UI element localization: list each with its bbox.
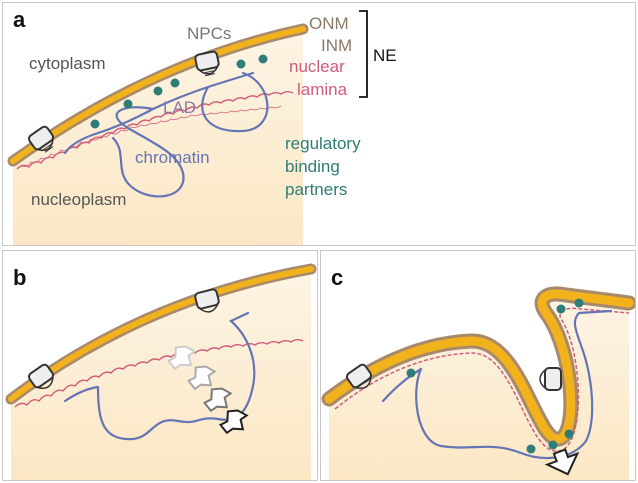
ne-bracket bbox=[359, 10, 368, 98]
chromatin-fiber bbox=[63, 71, 269, 198]
regulatory-label-1: regulatory bbox=[285, 134, 361, 153]
cytoplasm-label: cytoplasm bbox=[29, 54, 106, 73]
chromatin-fiber bbox=[381, 309, 613, 459]
regulatory-label-3: partners bbox=[285, 180, 348, 199]
nuclear-lamina bbox=[14, 339, 304, 408]
panel-a-diagram bbox=[7, 10, 368, 245]
npc-icon-left bbox=[27, 363, 55, 389]
nuclear-lamina-label-1: nuclear bbox=[289, 57, 345, 76]
nucleoplasm-region bbox=[329, 295, 629, 480]
lad-label: LAD bbox=[163, 98, 197, 117]
nuclear-lamina-label-2: lamina bbox=[297, 80, 348, 99]
npc-icon-fold bbox=[539, 367, 562, 391]
binding-partners bbox=[90, 54, 268, 129]
arrow-icon bbox=[186, 365, 217, 391]
movement-arrows bbox=[166, 345, 249, 435]
nucleoplasm-region bbox=[13, 31, 303, 245]
nuclear-lamina-2 bbox=[20, 105, 282, 167]
onm-label: ONM bbox=[309, 14, 349, 33]
nuclear-lamina bbox=[334, 307, 630, 452]
arrow-icon bbox=[202, 387, 233, 413]
npc-icon-left bbox=[27, 125, 55, 153]
npc-icon-left bbox=[345, 363, 373, 389]
panel-b-diagram bbox=[5, 263, 317, 480]
panel-label-a: a bbox=[13, 7, 26, 32]
nucleoplasm-region bbox=[11, 271, 311, 480]
arrow-icon bbox=[218, 409, 249, 435]
binding-partners bbox=[406, 298, 584, 454]
nuclear-envelope-lumen bbox=[324, 289, 634, 444]
panel-a: a NPCs ONM INM NE nuclear lamina cytopla… bbox=[2, 2, 636, 246]
chromatin-fiber bbox=[63, 311, 256, 441]
npc-icon-top bbox=[194, 50, 220, 77]
arrow-icon bbox=[544, 448, 580, 476]
panel-b: b bbox=[2, 250, 318, 481]
arrow-icon bbox=[166, 345, 197, 371]
panel-label-c: c bbox=[331, 265, 344, 290]
nucleoplasm-label: nucleoplasm bbox=[31, 190, 127, 209]
panel-label-b: b bbox=[13, 265, 27, 290]
ne-label: NE bbox=[373, 46, 397, 65]
panel-c: c bbox=[320, 250, 636, 481]
npcs-label: NPCs bbox=[187, 24, 232, 43]
npc-icon-top bbox=[194, 288, 220, 313]
chromatin-label: chromatin bbox=[135, 148, 210, 167]
inm-label: INM bbox=[321, 36, 353, 55]
regulatory-label-2: binding bbox=[285, 157, 340, 176]
panel-c-diagram bbox=[321, 286, 635, 480]
